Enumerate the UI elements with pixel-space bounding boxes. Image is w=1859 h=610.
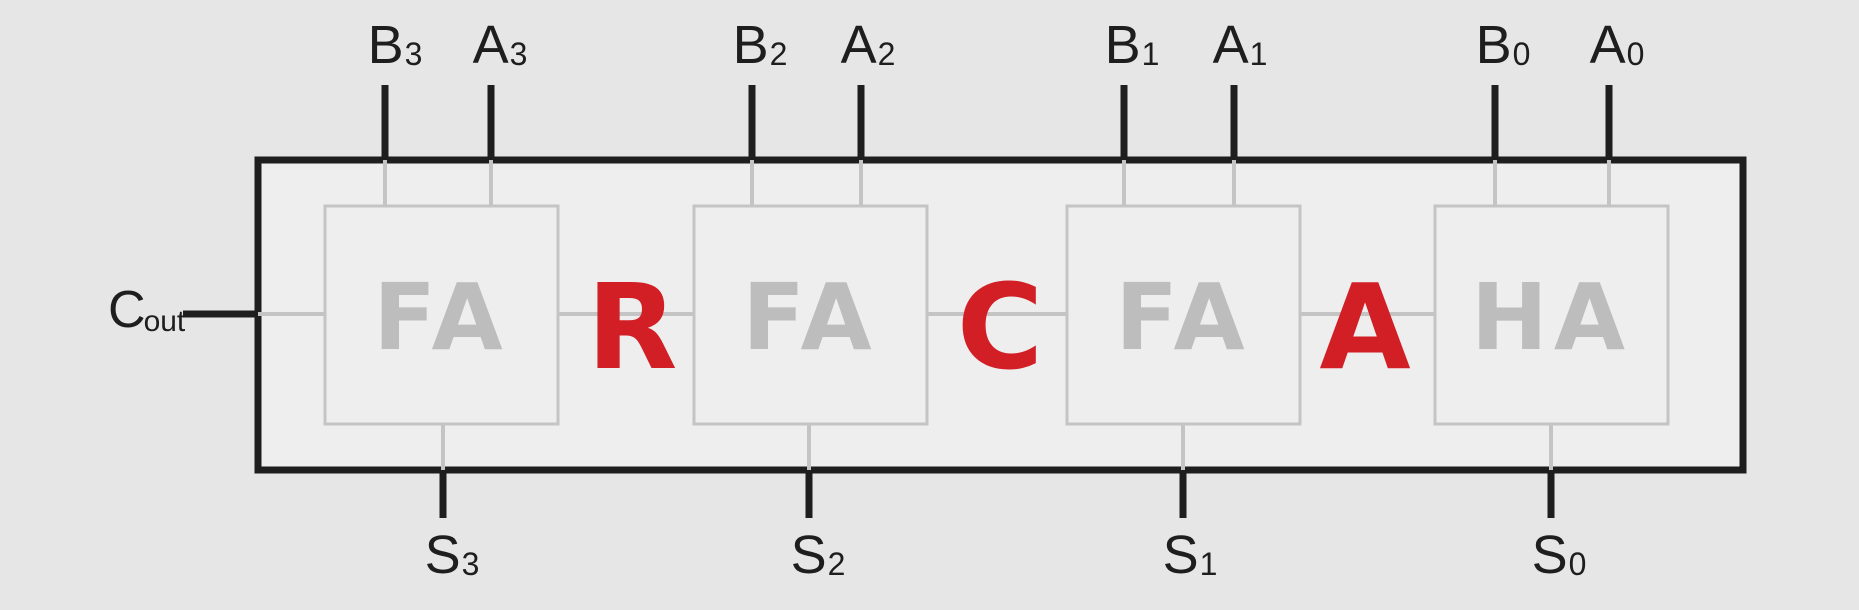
block-3-label: FA xyxy=(373,264,509,371)
full-adder-block-1 xyxy=(1065,204,1302,426)
input-label-a3: A3 xyxy=(472,15,528,75)
block-2-label: FA xyxy=(742,264,878,371)
input-label-a1: A1 xyxy=(1212,15,1268,75)
title-letter-c: C xyxy=(956,258,1044,396)
block-1-label: FA xyxy=(1115,264,1251,371)
input-label-a0: A0 xyxy=(1589,15,1645,75)
input-label-b2: B2 xyxy=(732,15,788,75)
input-label-b1: B1 xyxy=(1104,15,1160,75)
input-label-b0: B0 xyxy=(1475,15,1531,75)
half-adder-block-0 xyxy=(1433,204,1670,426)
block-0-label: HA xyxy=(1470,264,1632,371)
input-label-b3: B3 xyxy=(367,15,423,75)
input-label-a2: A2 xyxy=(840,15,896,75)
output-label-s0: S0 xyxy=(1531,525,1587,585)
carry-out-label: Cout xyxy=(108,281,186,339)
full-adder-block-3 xyxy=(323,204,560,426)
output-label-s3: S3 xyxy=(424,525,480,585)
output-label-s1: S1 xyxy=(1162,525,1218,585)
output-label-s2: S2 xyxy=(790,525,846,585)
title-letter-a: A xyxy=(1319,258,1411,396)
title-letter-r: R xyxy=(586,258,678,396)
full-adder-block-2 xyxy=(692,204,929,426)
